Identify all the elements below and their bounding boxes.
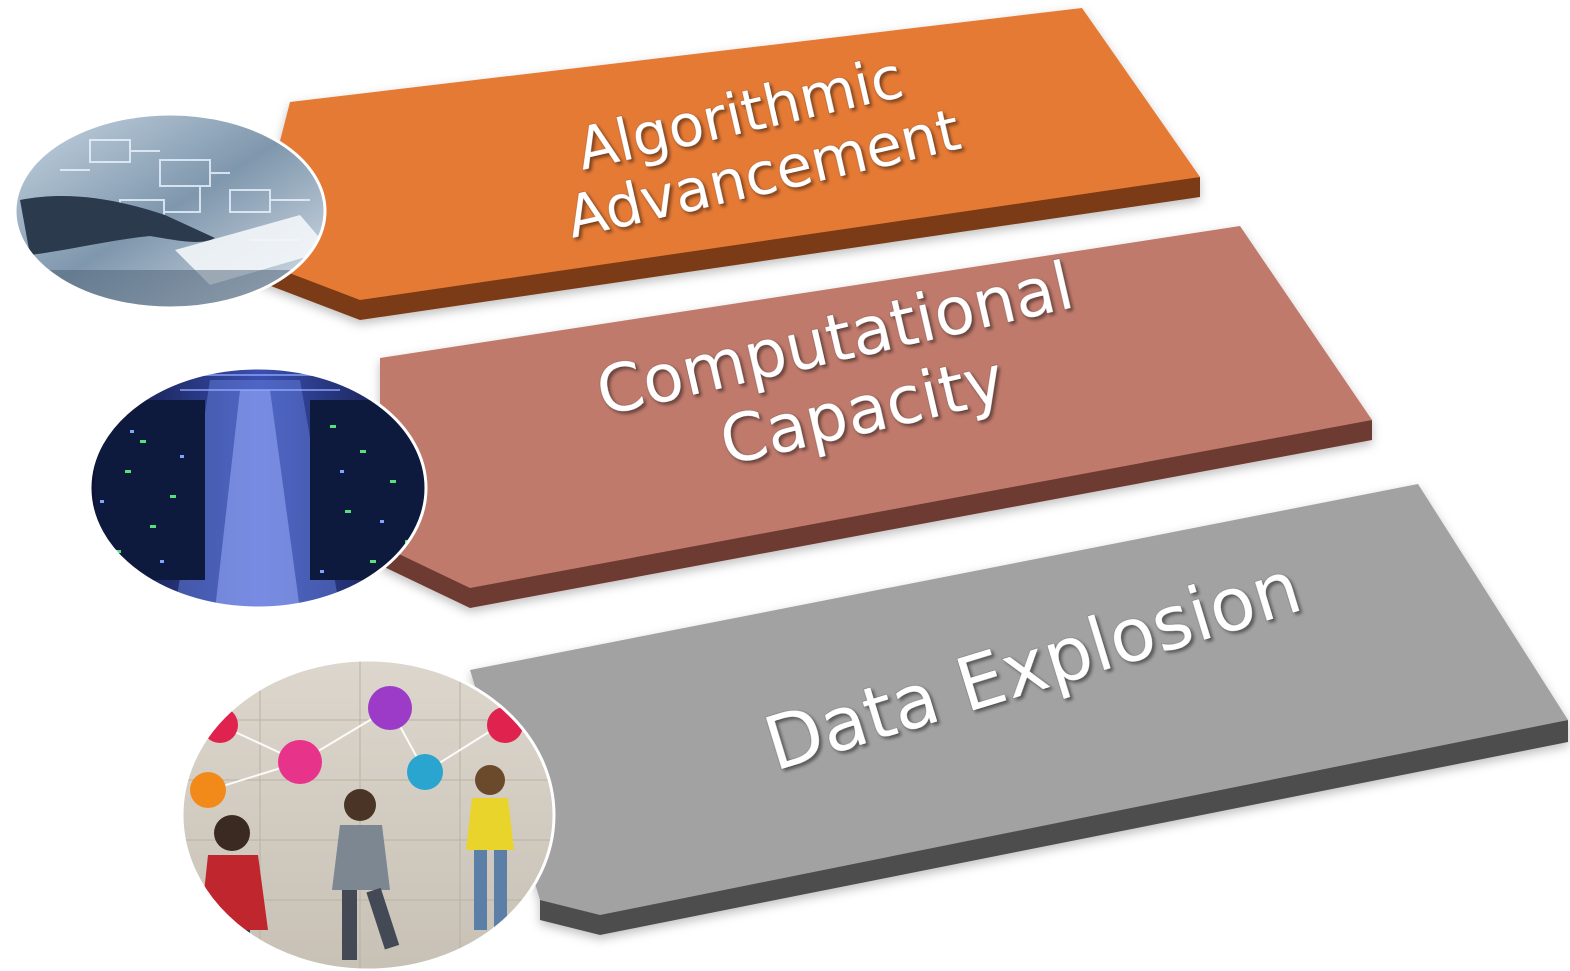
banner-algorithmic [250,8,1200,320]
banner-face [470,484,1568,915]
banner-edge [250,177,1200,320]
server-room-icon [88,366,428,610]
banner-edge [380,420,1372,608]
banner-edge [540,720,1568,935]
social-people-icon [180,658,556,971]
circuit-hand-icon [13,112,327,310]
banner-face [250,8,1200,300]
banner-face [380,226,1372,588]
banner-data [470,484,1568,935]
banner-computational [380,226,1372,608]
